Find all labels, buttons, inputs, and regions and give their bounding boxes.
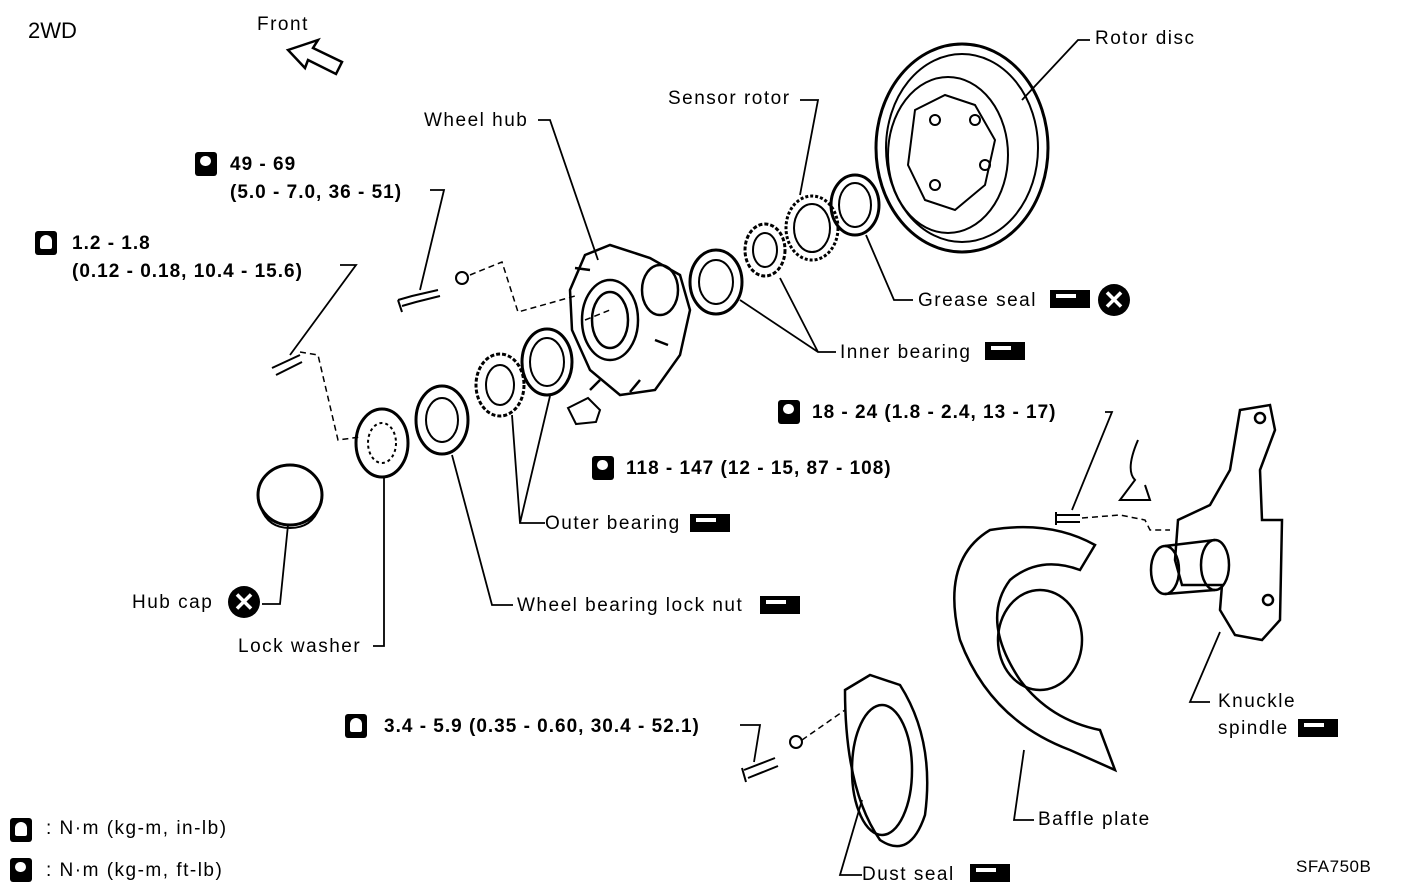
dust-seal-label: Dust seal [862,864,955,885]
lock-nut-drawing [414,384,470,456]
lock-screw-drawing [271,354,303,376]
sensor-rotor-label: Sensor rotor [668,88,791,109]
inner-bearing-race-drawing [688,248,744,316]
do-not-reuse-icon: ✕ [228,586,260,618]
figure-code: SFA750B [1296,857,1372,876]
hub-bolt-torque-detail: (5.0 - 7.0, 36 - 51) [230,182,403,203]
sensor-rotor-drawing [784,194,840,262]
torque-wrench-inlb-icon [345,714,367,738]
view-title: 2WD [28,18,77,43]
nut-drawing [566,396,602,426]
grease-seal-label: Grease seal [918,290,1037,311]
outer-bearing-cone-drawing [474,352,526,418]
torque-wrench-ftlb-icon [10,858,32,882]
nut-torque: 118 - 147 (12 - 15, 87 - 108) [626,458,892,479]
torque-wrench-inlb-icon [35,231,57,255]
front-direction-label: Front [257,14,309,35]
lock-washer-label: Lock washer [238,636,362,657]
hub-cap-label: Hub cap [132,592,214,613]
grease-icon [760,596,800,614]
baffle-plate-drawing [953,525,1118,773]
wheel-hub-drawing [568,243,692,397]
baffle-bolt-drawing [741,757,779,783]
sensor-bolt-drawing [1055,512,1080,525]
sensor-drawing [1118,439,1152,501]
torque-wrench-ftlb-icon [592,456,614,480]
do-not-reuse-icon: ✕ [1098,284,1130,316]
front-arrow-icon [285,37,344,76]
sensor-bolt-torque: 18 - 24 (1.8 - 2.4, 13 - 17) [812,402,1057,423]
legend-ft-lb: : N·m (kg-m, ft-lb) [46,860,224,881]
torque-wrench-ftlb-icon [778,400,800,424]
knuckle-spindle-drawing [1149,403,1284,642]
lock-screw-torque: 1.2 - 1.8 [72,233,151,254]
knuckle-spindle-label-line2: spindle [1218,718,1289,739]
legend-in-lb: : N·m (kg-m, in-lb) [46,818,228,839]
rotor-disc-drawing [874,42,1050,254]
grease-icon [690,514,730,532]
torque-wrench-ftlb-icon [195,152,217,176]
wheel-hub-label: Wheel hub [424,110,529,131]
baffle-bolt-torque: 3.4 - 5.9 (0.35 - 0.60, 30.4 - 52.1) [384,716,700,737]
grease-icon [970,864,1010,882]
outer-bearing-label: Outer bearing [545,513,681,534]
hub-bolt-drawing [397,289,441,313]
hub-bolt-torque: 49 - 69 [230,154,297,175]
lock-screw-torque-detail: (0.12 - 0.18, 10.4 - 15.6) [72,261,303,282]
inner-bearing-label: Inner bearing [840,342,972,363]
dust-seal-drawing [843,673,929,848]
rotor-disc-label: Rotor disc [1095,28,1196,49]
knuckle-spindle-label-line1: Knuckle [1218,691,1297,712]
grease-icon [1050,290,1090,308]
grease-icon [1298,719,1338,737]
wheel-bearing-lock-nut-label: Wheel bearing lock nut [517,595,744,616]
hub-cap-drawing [256,463,324,527]
grease-icon [985,342,1025,360]
baffle-plate-label: Baffle plate [1038,809,1151,830]
outer-bearing-race-drawing [520,327,574,397]
washer-drawing [455,271,469,285]
inner-bearing-cone-drawing [743,222,787,278]
torque-wrench-inlb-icon [10,818,32,842]
lock-washer-drawing [354,407,410,479]
